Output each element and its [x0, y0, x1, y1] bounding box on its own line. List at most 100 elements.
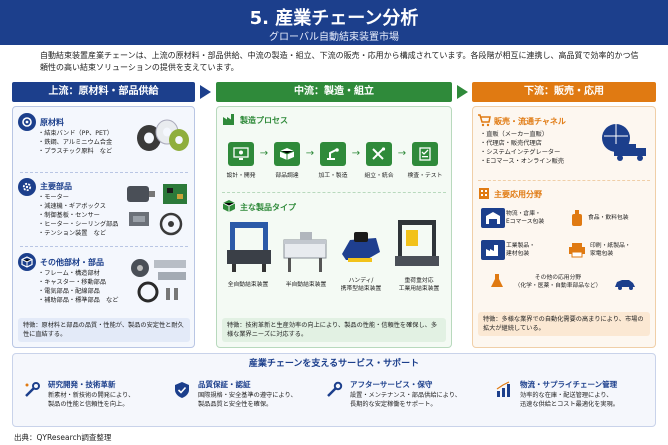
handheld-tool-image: [336, 222, 386, 272]
list-item: 代理店・販売代理店: [480, 139, 564, 148]
list-item: 減速機・ギアボックス: [38, 202, 118, 211]
sales-list: 直販（メーカー直販） 代理店・販売代理店 システムインテグレーター Eコマース・…: [480, 130, 564, 166]
list-item: 鉄鋼、アルミニウム合金: [38, 138, 113, 147]
support-item-title: 品質保証・認証: [198, 380, 251, 389]
parts-image: [125, 180, 191, 238]
gear-icon: [18, 178, 36, 196]
checklist-icon: [412, 142, 438, 166]
bar-chart-icon: [494, 380, 514, 400]
heavy-duty-machine-image: [392, 218, 442, 276]
building-icon: [477, 186, 491, 200]
truck-icon: [596, 118, 652, 168]
warehouse-icon: [481, 208, 505, 228]
divider: [478, 180, 650, 181]
list-item: 補助部品・標準部品 など: [38, 296, 118, 305]
full-auto-machine-image: [224, 218, 274, 276]
app-label: 工業製品・ 建材包装: [506, 243, 535, 257]
other-parts-title: その他部材・部品: [40, 258, 104, 267]
upstream-note: 特徴：原材料と部品の品質・性能が、製品の安定性と耐久性に直結する。: [18, 318, 190, 342]
step-label: 組立・統合: [364, 173, 394, 179]
raw-materials-list: 結束バンド（PP、PET） 鉄鋼、アルミニウム合金 プラスチック原料 など: [38, 129, 113, 156]
strap-coil-image: [135, 114, 190, 154]
arrow-right-icon: →: [259, 147, 269, 159]
cart-icon: [477, 113, 491, 127]
upstream-header: 上流：原材料・部品供給: [12, 82, 195, 102]
apps-title: 主要応用分野: [494, 190, 542, 199]
products-title: 主な製品タイプ: [240, 203, 296, 212]
title-banner: 5. 産業チェーン分析 グローバル自動結束装置市場: [0, 0, 668, 45]
shield-check-icon: [172, 380, 192, 400]
list-item: テンション装置 など: [38, 229, 118, 238]
raw-materials-title: 原材料: [40, 118, 64, 127]
list-item: フレーム・構造部材: [38, 269, 118, 278]
wrench-icon: [22, 380, 42, 400]
list-item: キャスター・移動部品: [38, 278, 118, 287]
list-item: プラスチック原料 など: [38, 147, 113, 156]
factory-icon: [481, 240, 505, 260]
divider: [20, 172, 188, 173]
tools-icon: [366, 142, 392, 166]
box-icon: [274, 142, 300, 166]
printer-icon: [566, 240, 588, 260]
page-subtitle: グローバル自動結束装置市場: [269, 32, 399, 43]
flask-icon: [488, 272, 506, 290]
arrow-right-icon: [457, 85, 468, 99]
product-label: 全自動結束装置: [227, 282, 269, 288]
list-item: モーター: [38, 193, 118, 202]
main-parts-title: 主要部品: [40, 182, 72, 191]
list-item: システムインテグレーター: [480, 148, 564, 157]
app-label: 物流・倉庫・ Eコマース包装: [506, 211, 545, 225]
divider: [222, 192, 446, 193]
main-parts-list: モーター 減速機・ギアボックス 制御基板・センサー ヒーター・シーリング部品 テ…: [38, 193, 118, 238]
product-label: 半自動結束装置: [285, 282, 327, 288]
process-title: 製造プロセス: [240, 116, 288, 125]
app-label: その他の応用分野 （化学・医薬・自動車部品など）: [514, 275, 602, 289]
box-icon: [18, 253, 36, 271]
robot-arm-icon: [320, 142, 346, 166]
midstream-note: 特徴：技術革新と生産効率の向上により、製品の性能・信頼性を確保し、多様な業界ニー…: [222, 318, 446, 342]
source-note: 出典：QYResearch調査整理: [14, 433, 112, 442]
intro-text: 自動結束装置産業チェーンは、上流の原材料・部品供給、中流の製造・組立、下流の販売…: [40, 51, 639, 72]
monitor-icon: [228, 142, 254, 166]
downstream-header: 下流：販売・応用: [472, 82, 656, 102]
step-label: 設計・開発: [226, 173, 256, 179]
step-label: 加工・製造: [318, 173, 348, 179]
list-item: 制御基板・センサー: [38, 211, 118, 220]
divider: [20, 246, 188, 247]
support-item-desc: 新素材・新技術の開発により、 製品の性能と信頼性を向上。: [48, 392, 135, 408]
support-item-desc: 設置・メンテナンス・部品供給により、 長期的な安定稼働をサポート。: [350, 392, 461, 408]
step-label: 部品調達: [275, 173, 299, 179]
other-parts-list: フレーム・構造部材 キャスター・移動部品 電気部品・配線部品 補助部品・標準部品…: [38, 269, 118, 305]
support-item-title: アフターサービス・保守: [350, 380, 433, 389]
app-label: 食品・飲料包装: [588, 215, 629, 221]
product-label: 重荷重対応 工業用結束装置: [398, 278, 440, 292]
step-label: 検査・テスト: [407, 173, 443, 179]
product-label: ハンディ/ 携帯型結束装置: [340, 278, 382, 292]
support-item-title: 研究開発・技術革新: [48, 380, 116, 389]
car-icon: [612, 276, 638, 292]
materials-icon: [18, 113, 36, 131]
app-label: 印刷・紙製品・ 家電包装: [590, 243, 631, 257]
support-title: 産業チェーンを支えるサービス・サポート: [248, 359, 420, 369]
bottle-icon: [568, 208, 586, 228]
downstream-note: 特徴：多様な業界での自動化需要の高まりにより、市場の拡大が継続している。: [478, 312, 650, 336]
hardware-image: [128, 254, 190, 304]
semi-auto-machine-image: [280, 218, 330, 276]
list-item: ヒーター・シーリング部品: [38, 220, 118, 229]
page-title: 5. 産業チェーン分析: [249, 8, 419, 29]
arrow-right-icon: →: [397, 147, 407, 159]
list-item: 直販（メーカー直販）: [480, 130, 564, 139]
cube-icon: [222, 199, 236, 213]
wrench-icon: [324, 380, 344, 400]
midstream-header: 中流：製造・組立: [216, 82, 452, 102]
arrow-right-icon: →: [305, 147, 315, 159]
list-item: 電気部品・配線部品: [38, 287, 118, 296]
support-item-desc: 効率的な在庫・配送管理により、 迅速な供給とコスト最適化を実現。: [520, 392, 619, 408]
arrow-right-icon: [200, 85, 211, 99]
factory-icon: [222, 112, 236, 126]
arrow-right-icon: →: [351, 147, 361, 159]
sales-title: 販売・流通チャネル: [494, 117, 566, 126]
support-item-desc: 国際規格・安全基準の遵守により、 製品品質と安全性を確保。: [198, 392, 297, 408]
list-item: Eコマース・オンライン販売: [480, 157, 564, 166]
support-item-title: 物流・サプライチェーン管理: [520, 380, 618, 389]
